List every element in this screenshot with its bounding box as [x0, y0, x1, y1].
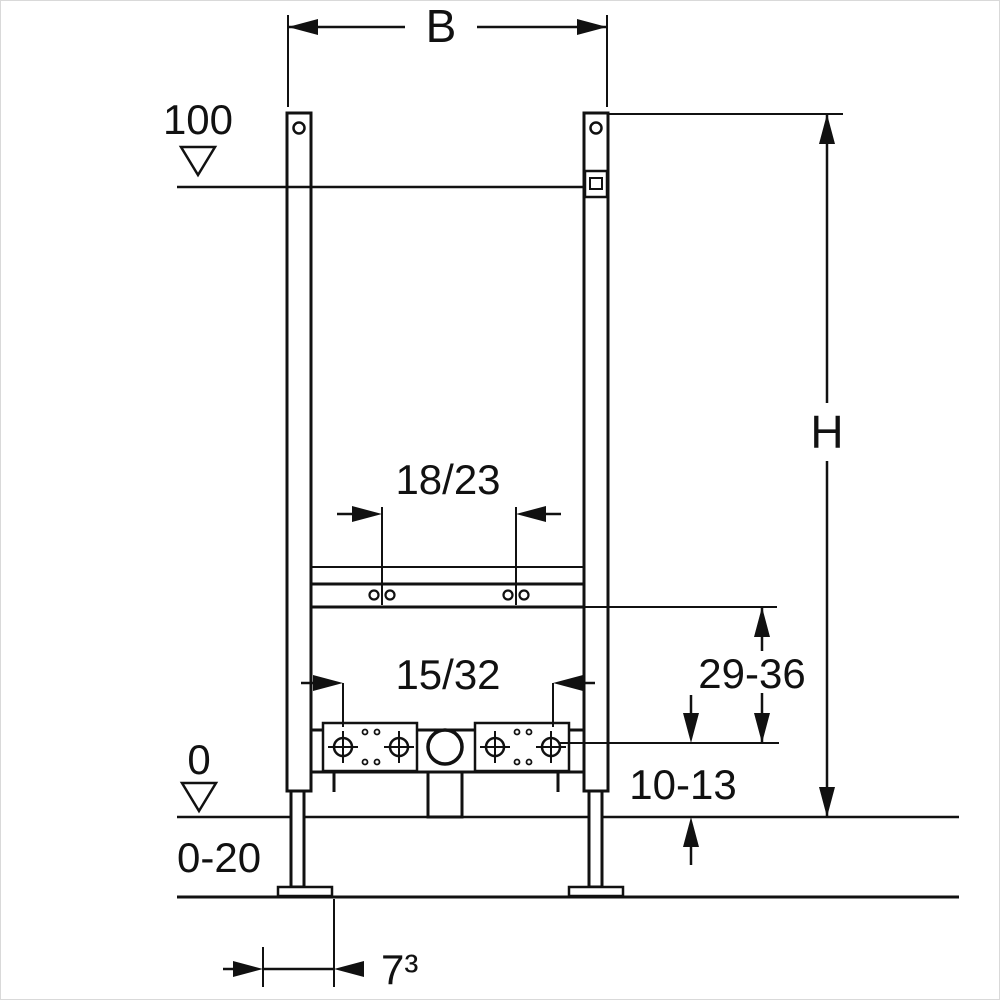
dimension-upper-fixing: 18/23	[337, 456, 561, 593]
plate-hole	[373, 728, 381, 736]
label-backing	[611, 763, 755, 805]
arrow-left-icon	[516, 506, 546, 522]
dimension-width-B: B	[287, 1, 608, 107]
crossbar-body	[309, 582, 586, 609]
dimension-support-height: 29-36	[685, 607, 819, 743]
arrow-left-icon	[288, 19, 318, 35]
level-marks: 100 0 0-20	[163, 96, 585, 881]
plate-hole	[513, 758, 521, 766]
height-label: H	[810, 406, 843, 458]
arrow-right-icon	[577, 19, 607, 35]
crossbar-bolt	[368, 589, 380, 601]
arrow-left-icon	[334, 961, 364, 977]
label-backing	[685, 651, 819, 693]
arrow-up-icon	[754, 607, 770, 637]
plate-hole	[361, 758, 369, 766]
left-foot-plate	[276, 885, 334, 898]
label-backing	[376, 459, 520, 501]
plate-hole	[525, 758, 533, 766]
support-height-label: 29-36	[698, 650, 805, 697]
plate-hole	[361, 728, 369, 736]
upper-crossbar	[309, 566, 777, 609]
connection-height-label: 10-13	[629, 761, 736, 808]
right-leg	[587, 789, 604, 889]
level-zero-label: 0	[187, 736, 210, 783]
dimension-connection-height: 10-13	[611, 695, 755, 865]
arrow-right-icon	[233, 961, 263, 977]
arrow-down-icon	[683, 713, 699, 743]
arrow-right-icon	[352, 506, 382, 522]
lower-fixing-label: 15/32	[395, 651, 500, 698]
wall-anchor-detail	[589, 177, 603, 190]
upper-fixing-label: 18/23	[395, 456, 500, 503]
left-rail-hole	[292, 121, 306, 135]
dimension-height-H: H	[609, 113, 857, 817]
right-rail-hole	[589, 121, 603, 135]
arrow-down-icon	[754, 713, 770, 743]
level-datum-icon	[178, 145, 218, 178]
frame-structure	[276, 111, 625, 898]
fixing-bolt-symbol	[328, 731, 358, 763]
plate-hole	[373, 758, 381, 766]
plate-hole	[525, 728, 533, 736]
label-backing	[797, 403, 857, 461]
level-datum-icon	[179, 781, 219, 814]
drain-connector	[426, 770, 464, 819]
arrow-right-icon	[313, 675, 343, 691]
left-leg	[289, 789, 306, 889]
lower-console	[309, 721, 779, 819]
water-connection-circle	[426, 728, 464, 766]
label-backing	[376, 653, 520, 695]
foot-projection-label: 7³	[381, 946, 418, 993]
left-rail	[285, 111, 313, 793]
width-label: B	[426, 1, 457, 52]
fixing-bolt-symbol	[536, 731, 566, 763]
arrow-up-icon	[683, 817, 699, 847]
fixing-bolt-symbol	[384, 731, 414, 763]
dimension-foot-projection: 7³	[223, 899, 418, 993]
floor-range-label: 0-20	[177, 834, 261, 881]
crossbar-bolt	[502, 589, 514, 601]
dimension-lower-fixing: 15/32	[301, 651, 595, 727]
plate-hole	[513, 728, 521, 736]
right-rail	[582, 111, 610, 793]
arrow-down-icon	[819, 787, 835, 817]
arrow-up-icon	[819, 114, 835, 144]
level-100-label: 100	[163, 96, 233, 143]
right-foot-plate	[567, 885, 625, 898]
crossbar-bolt	[518, 589, 530, 601]
arrow-left-icon	[553, 675, 583, 691]
fixing-bolt-symbol	[480, 731, 510, 763]
crossbar-bolt	[384, 589, 396, 601]
label-backing	[405, 3, 477, 49]
plate-holes	[361, 728, 533, 766]
